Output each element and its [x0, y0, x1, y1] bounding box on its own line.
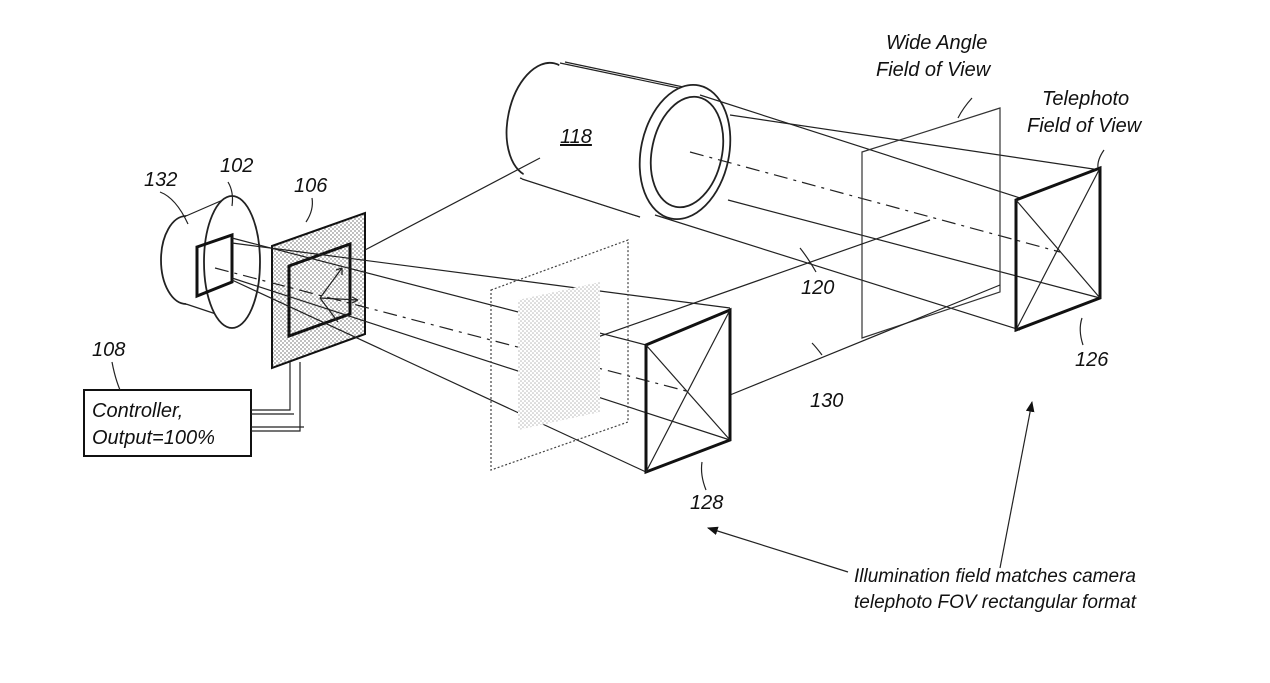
telephoto-fov-frame — [1014, 165, 1102, 333]
stippled-illumination-zone — [518, 282, 600, 430]
light-modulator — [271, 211, 366, 370]
controller-ref: 108 — [92, 339, 125, 361]
modulator-ref: 106 — [294, 175, 328, 197]
emitter-ref: 132 — [144, 169, 177, 191]
wide-angle-fov-plane — [861, 107, 1001, 339]
wide-angle-label-line1: Wide Angle — [886, 32, 987, 54]
illumination-field-frame — [644, 307, 732, 475]
lens-barrel-ref: 118 — [560, 126, 592, 148]
controller-label-line2: Output=100% — [92, 427, 215, 449]
leader-lines — [111, 97, 1105, 491]
controller-box: Controller, Output=100% — [83, 362, 304, 457]
camera-fov-lines — [654, 94, 1101, 331]
source-ref: 102 — [220, 155, 253, 177]
controller-label-line1: Controller, — [92, 400, 183, 422]
caption-line2: telephoto FOV rectangular format — [854, 592, 1137, 613]
caption-arrows — [706, 400, 1035, 573]
optical-axis-ref: 120 — [801, 277, 834, 299]
lens-barrel-front-inner — [649, 95, 725, 209]
wide-angle-label-line2: Field of View — [876, 59, 992, 81]
camera-lens-barrel — [505, 61, 732, 221]
telephoto-label-line1: Telephoto — [1042, 88, 1129, 110]
emitter-lens-assembly — [160, 195, 261, 329]
wide-illumination-plane — [490, 239, 629, 471]
illumination-field-ref: 128 — [690, 492, 723, 514]
telephoto-label-line2: Field of View — [1027, 115, 1143, 137]
caption-line1: Illumination field matches camera — [854, 566, 1136, 587]
emitter-die — [195, 232, 234, 299]
illumination-axis-ref: 130 — [810, 390, 843, 412]
telephoto-field-ref: 126 — [1075, 349, 1109, 371]
